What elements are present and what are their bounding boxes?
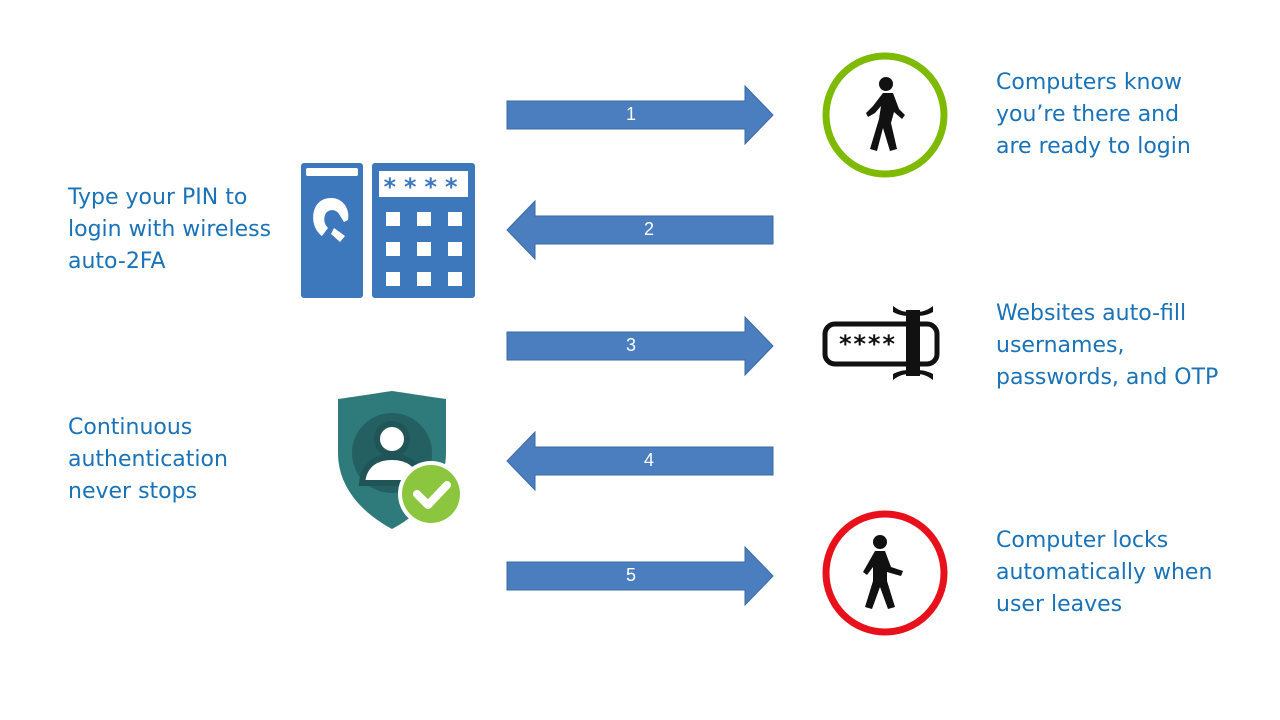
pin-keypad-icon: ****: [300, 162, 476, 300]
continuous-caption-line-3: never stops: [68, 479, 198, 504]
autofill-caption-line-2: usernames,: [996, 333, 1125, 358]
lock-caption-line-3: user leaves: [996, 592, 1123, 617]
person-walking-leaving-icon: [821, 509, 949, 637]
lock-caption-line-2: automatically when: [996, 560, 1213, 585]
arrow-step-1-number: 1: [625, 104, 636, 124]
arrow-step-2: 2: [506, 200, 774, 260]
arrow-step-4-number: 4: [643, 450, 654, 470]
presence-caption: Computers know you’re there and are read…: [996, 67, 1191, 163]
arrow-step-3-number: 3: [625, 335, 636, 355]
arrow-step-3: 3: [506, 316, 774, 376]
autofill-caption-line-1: Websites auto-fill: [996, 301, 1187, 326]
arrow-step-5-number: 5: [625, 565, 636, 585]
presence-caption-line-1: Computers know: [996, 70, 1182, 95]
lock-caption-line-1: Computer locks: [996, 528, 1169, 553]
password-field-icon: ****: [821, 302, 941, 384]
keypad-pin-display: ****: [382, 173, 465, 201]
arrow-step-5: 5: [506, 546, 774, 606]
user-shield-check-icon: [336, 391, 464, 531]
pin-caption-line-2: login with wireless: [68, 217, 272, 242]
person-walking-present-icon: [821, 51, 949, 179]
continuous-auth-caption: Continuous authentication never stops: [68, 412, 228, 508]
arrow-step-1: 1: [506, 85, 774, 145]
password-field-mask: ****: [838, 330, 896, 358]
autofill-caption: Websites auto-fill usernames, passwords,…: [996, 298, 1218, 394]
presence-caption-line-3: are ready to login: [996, 134, 1191, 159]
pin-caption-line-3: auto-2FA: [68, 249, 166, 274]
arrow-step-2-number: 2: [643, 219, 654, 239]
auto-lock-caption: Computer locks automatically when user l…: [996, 525, 1212, 621]
pin-login-caption: Type your PIN to login with wireless aut…: [68, 182, 271, 278]
continuous-caption-line-2: authentication: [68, 447, 228, 472]
continuous-caption-line-1: Continuous: [68, 415, 193, 440]
autofill-caption-line-3: passwords, and OTP: [996, 365, 1219, 390]
arrow-step-4: 4: [506, 431, 774, 491]
pin-caption-line-1: Type your PIN to: [68, 185, 248, 210]
presence-caption-line-2: you’re there and: [996, 102, 1180, 127]
